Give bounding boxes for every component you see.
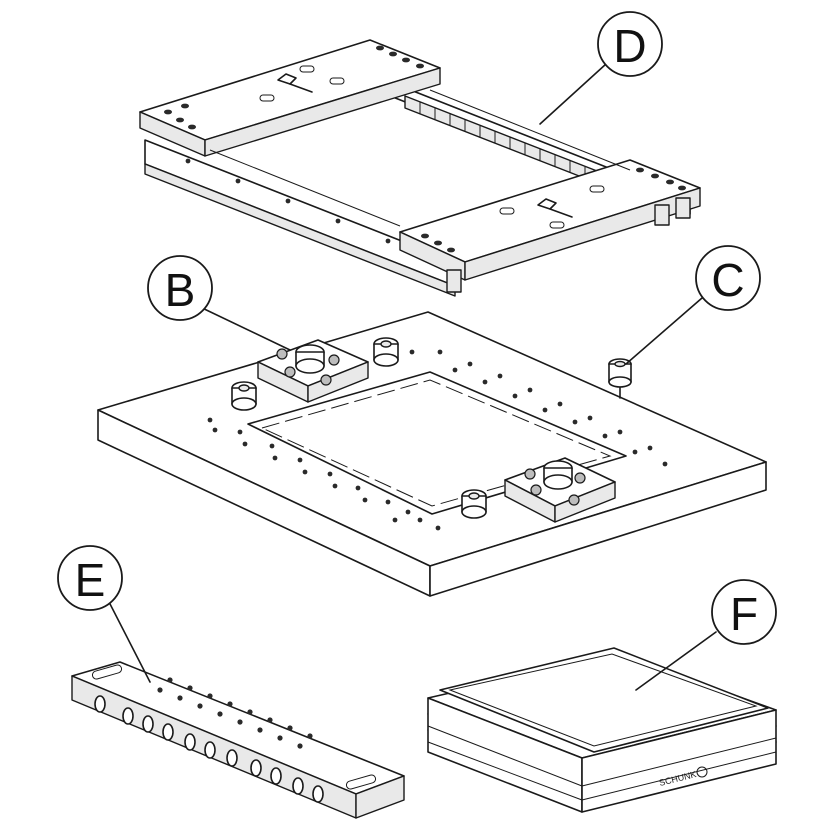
clamping-module-b-2 — [504, 457, 616, 523]
callout-label-f: F — [730, 588, 758, 640]
base-plate-hole-grid — [207, 339, 668, 531]
tray-f: SCHUNK — [427, 647, 777, 813]
rail-top — [71, 661, 405, 795]
leader-line-d — [539, 63, 607, 125]
callout-label-c: C — [711, 254, 744, 306]
callout-circle-d — [597, 11, 663, 77]
locating-pin — [231, 381, 257, 411]
base-plate-pocket-inner — [260, 379, 612, 507]
locating-pin — [461, 489, 487, 519]
callout-circle-f — [711, 579, 777, 645]
rail-slot — [91, 664, 123, 680]
leader-line-e — [107, 599, 151, 683]
base-plate — [97, 311, 767, 597]
locating-pins — [231, 337, 487, 519]
callout-circle-c — [695, 245, 761, 311]
frame-front-rail-underside — [144, 163, 456, 297]
tray-side-face — [581, 709, 777, 813]
leader-line-c — [625, 297, 703, 365]
frame-logo-mark — [277, 73, 573, 218]
frame-left-cap-front — [204, 67, 441, 157]
frame-assembly-d — [139, 39, 701, 297]
callout-d: D — [597, 11, 663, 77]
locating-pin — [373, 337, 399, 367]
frame-right-cap-front — [464, 187, 701, 281]
frame-foot — [675, 197, 691, 219]
base-plate-right-face — [429, 461, 767, 597]
callout-c: C — [695, 245, 761, 311]
rail-slot — [345, 774, 377, 790]
rail-holes — [94, 677, 324, 803]
frame-inner-edge-back — [429, 89, 631, 171]
callout-e: E — [57, 545, 123, 611]
rail-end — [355, 775, 405, 819]
frame-rail-holes — [185, 158, 391, 244]
leader-line-b — [197, 305, 291, 351]
slot-strip-teeth — [419, 102, 601, 184]
frame-foot — [446, 269, 462, 293]
frame-cap-holes — [164, 45, 686, 253]
brand-logo-icon — [696, 766, 708, 778]
callout-label-d: D — [613, 20, 646, 72]
leader-lines — [107, 63, 717, 691]
clamping-module-b — [257, 339, 369, 403]
callout-b: B — [147, 255, 213, 321]
callout-f: F — [711, 579, 777, 645]
tray-inner-edge — [448, 653, 758, 747]
callout-circle-e — [57, 545, 123, 611]
clamping-pin-c — [608, 358, 632, 399]
clamp-module-front — [307, 361, 369, 403]
frame-foot — [654, 204, 670, 226]
callout-circle-b — [147, 255, 213, 321]
leader-line-f — [635, 631, 717, 691]
clamping-rail-e — [71, 661, 405, 819]
clamp-module-front — [554, 481, 616, 523]
callout-label-e: E — [75, 554, 106, 606]
frame-inner-edge-front — [209, 149, 401, 227]
callout-label-b: B — [165, 264, 196, 316]
